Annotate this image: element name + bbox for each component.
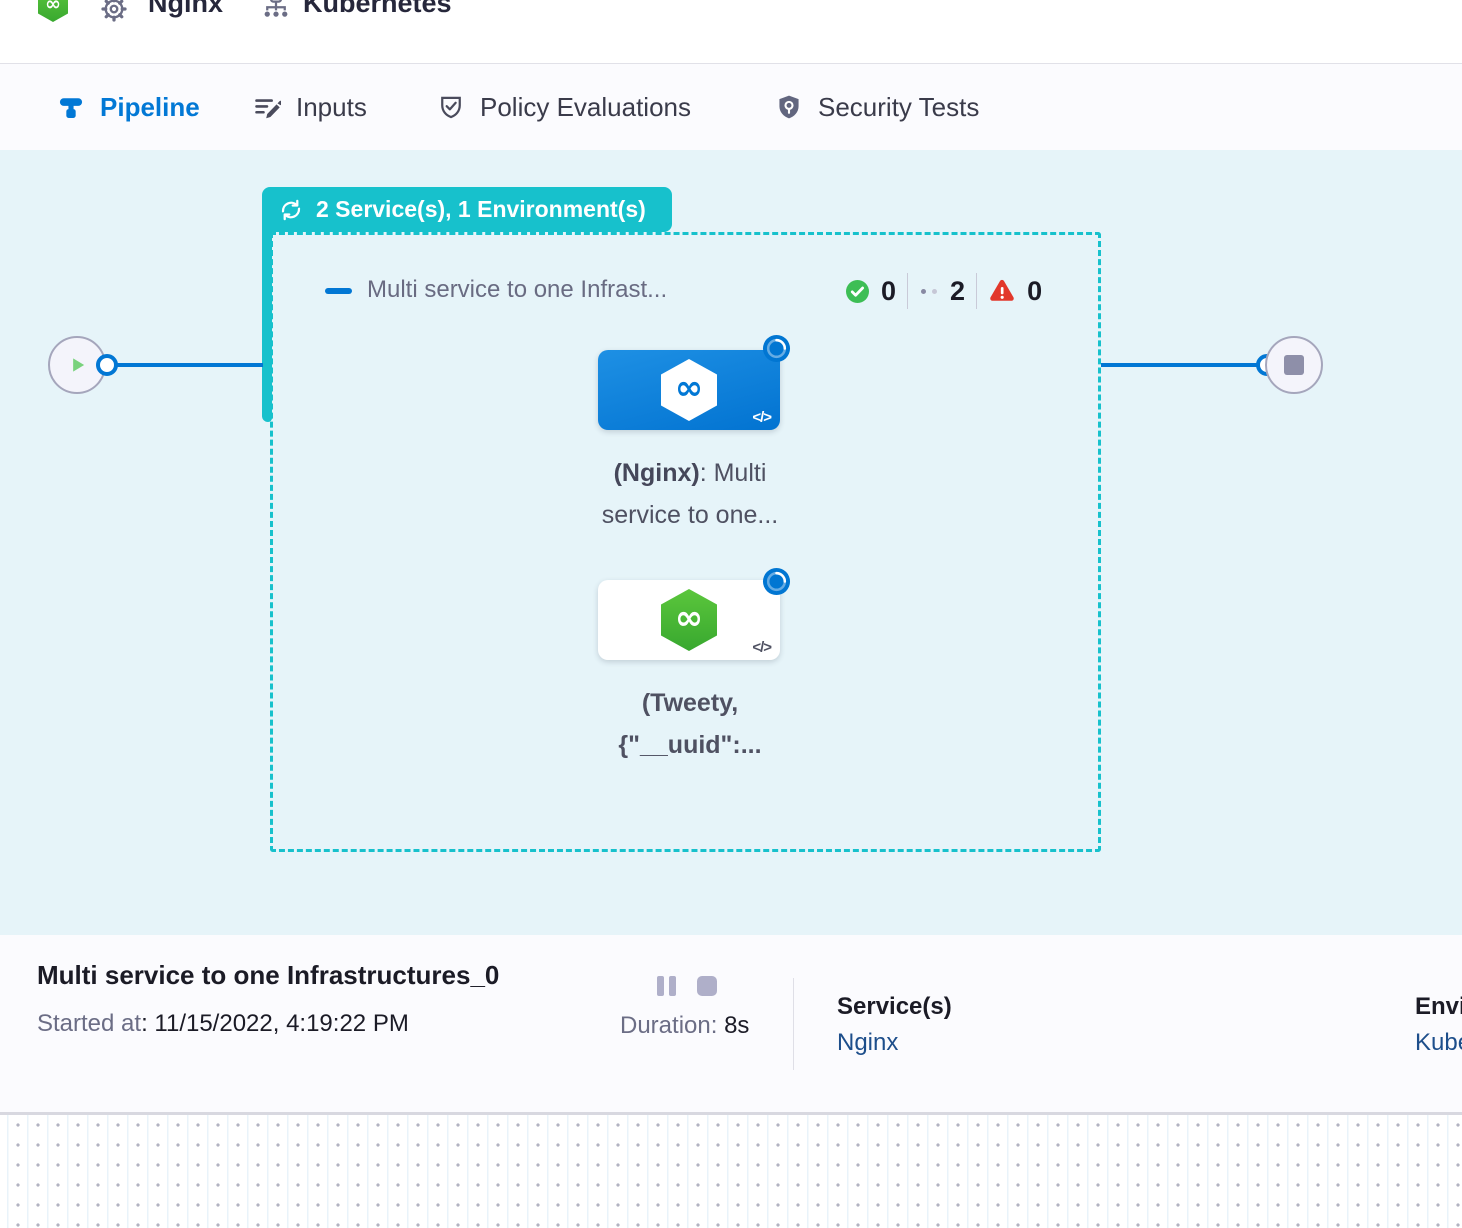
harness-step-icon: ∞ [661,359,717,421]
stage-group-container[interactable] [270,232,1101,852]
edge-stage-to-end [1101,363,1258,367]
failed-count: 0 [1027,275,1043,306]
harness-logo-icon: ∞ [38,0,68,22]
abort-button[interactable] [697,976,717,996]
stage-status-counts: 0 2 0 [845,270,1042,312]
stage-title[interactable]: Multi service to one Infrast... [367,276,668,303]
running-dots-icon [921,288,938,294]
running-status-spinner[interactable] [762,567,791,596]
running-count: 2 [950,275,966,306]
started-at: Started at: 11/15/2022, 4:19:22 PM [37,1010,409,1037]
breadcrumb-header: ∞ Nginx Kubernetes [0,0,1462,64]
stage-badge-label: 2 Service(s), 1 Environment(s) [316,196,646,222]
tab-pipeline-label: Pipeline [100,91,200,122]
pipeline-end-node[interactable] [1265,336,1323,394]
tab-policy-label: Policy Evaluations [480,91,691,122]
edge-start-to-stage [107,363,263,367]
environments-label: Environment(s) [1415,993,1462,1020]
stop-icon [1284,355,1304,375]
pause-button[interactable] [657,976,677,996]
environment-name[interactable]: Kubernetes [303,0,452,18]
harness-step-icon: ∞ [661,589,717,651]
execution-summary-bar: Multi service to one Infrastructures_0 S… [0,935,1462,1112]
collapse-stage-button[interactable] [325,288,352,294]
divider [976,273,978,309]
execution-title: Multi service to one Infrastructures_0 [37,960,500,990]
services-label: Service(s) [837,993,952,1020]
pipeline-canvas[interactable]: 2 Service(s), 1 Environment(s) Multi ser… [0,150,1462,935]
stage-selected-strip [262,210,272,422]
pipeline-icon [59,98,83,118]
service-node-nginx[interactable]: ∞ </> [598,350,780,430]
tab-security-tests[interactable]: Security Tests [775,64,979,150]
success-check-icon [846,279,869,303]
edge-connector-left[interactable] [96,354,118,376]
inputs-icon [255,99,281,119]
divider [907,273,909,309]
tab-inputs[interactable]: Inputs [253,64,367,150]
tab-security-label: Security Tests [818,91,980,122]
shield-scan-icon [779,95,799,119]
tab-inputs-label: Inputs [296,91,367,122]
play-icon [73,358,85,372]
tab-pipeline[interactable]: Pipeline [57,64,200,150]
environments-value-link[interactable]: Kubernetes [1415,1029,1462,1056]
infrastructure-icon [264,0,288,17]
pipeline-name[interactable]: Nginx [148,0,224,18]
gear-icon[interactable] [99,0,129,24]
duration: Duration: 8s [620,1012,750,1039]
service-node-tweety[interactable]: ∞ </> [598,580,780,660]
service-node-nginx-label[interactable]: (Nginx): Multi service to one... [601,459,779,529]
shield-check-icon [441,96,461,119]
console-grid-area[interactable] [0,1112,1462,1228]
success-count: 0 [881,275,897,306]
service-node-tweety-label[interactable]: (Tweety, {"__uuid":... [618,689,762,759]
services-value-link[interactable]: Nginx [837,1029,899,1056]
stage-summary-badge[interactable]: 2 Service(s), 1 Environment(s) [262,187,672,232]
running-status-spinner[interactable] [762,334,791,363]
tab-bar: Pipeline Inputs Policy Evaluations Sec [0,64,1462,214]
failed-warning-icon [990,279,1014,301]
tab-policy-evaluations[interactable]: Policy Evaluations [437,64,691,150]
loop-icon [281,199,301,220]
code-icon: </> [752,409,772,426]
code-icon: </> [752,639,772,656]
divider [793,978,794,1070]
